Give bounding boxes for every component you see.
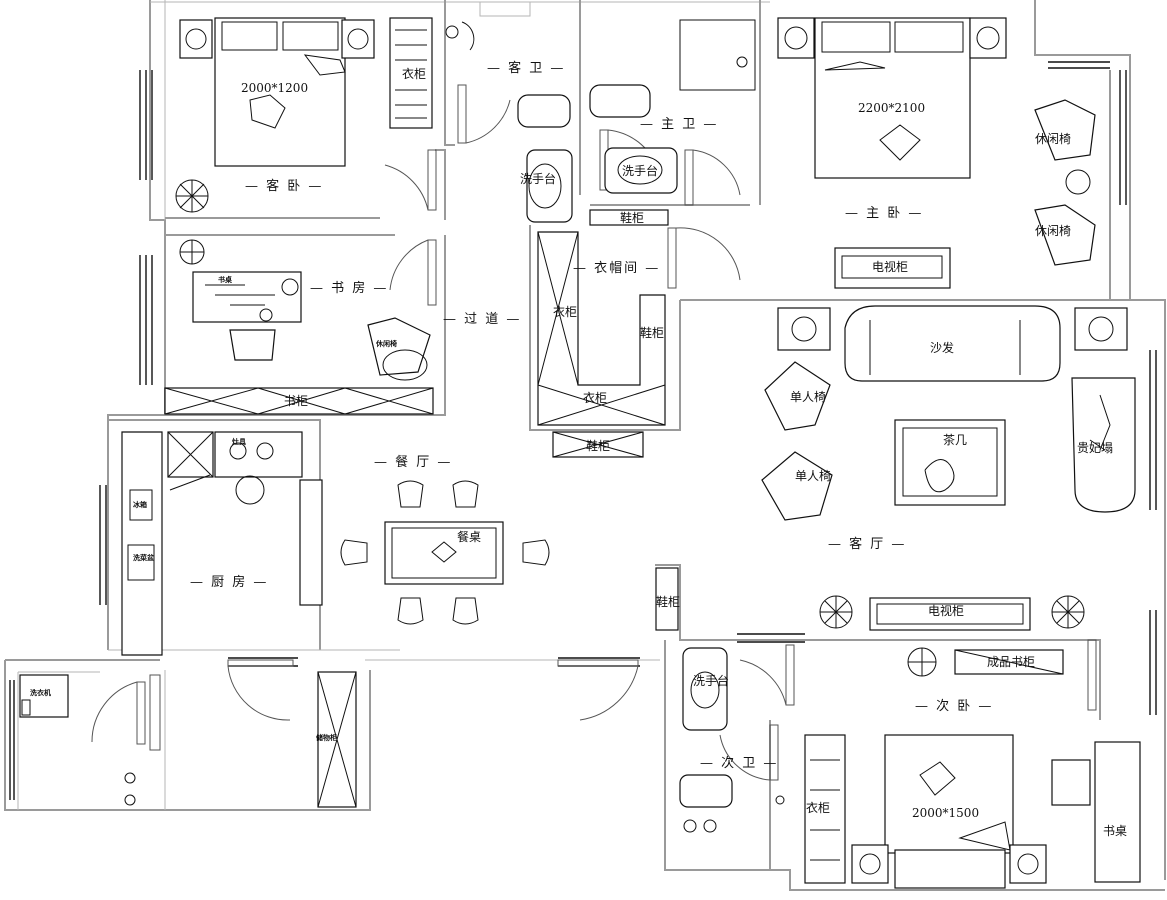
kitchen-label: — 厨 房 — <box>190 574 268 590</box>
doors <box>91 84 1097 781</box>
walls <box>4 0 1166 891</box>
dining-table-label: 餐桌 <box>457 529 481 544</box>
guest-wardrobe-label: 衣柜 <box>402 66 426 81</box>
study-chair-label: 休闲椅 <box>375 339 397 348</box>
master-bath-label: — 主 卫 — <box>640 117 718 132</box>
hallway-cloakroom: 衣柜 鞋柜 衣柜 鞋柜 — 衣帽间 — — 过 道 — <box>443 231 666 458</box>
washer-label: 洗衣机 <box>30 688 51 697</box>
guest-bedroom: 2000*1200 衣柜 — 客 卧 — <box>175 17 433 213</box>
windows <box>9 61 1157 800</box>
living-room: 沙发 单人椅 单人椅 茶几 贵妃塌 电视柜 鞋柜 — 客 厅 — <box>655 305 1136 631</box>
second-bed-size-label: 2000*1500 <box>912 806 979 820</box>
cloak-wardrobe-2-label: 衣柜 <box>583 390 607 405</box>
dining-label: — 餐 厅 — <box>374 454 452 470</box>
master-bath: 洗手台 鞋柜 — 主 卫 — <box>589 19 756 226</box>
master-tv-label: 电视柜 <box>872 259 908 274</box>
sofa-label: 沙发 <box>930 340 954 355</box>
coffee-table-label: 茶几 <box>943 432 967 447</box>
master-washbasin-label: 洗手台 <box>622 163 658 178</box>
leisure-chair-1-label: 休闲椅 <box>1035 132 1071 146</box>
second-bedroom: 成品书柜 2000*1500 衣柜 书桌 洗手台 — 次 卧 — — 次 卫 — <box>679 647 1141 889</box>
armchair-2-label: 单人椅 <box>795 469 831 483</box>
second-desk-label: 书桌 <box>1103 824 1127 838</box>
laundry: 洗衣机 储物柜 <box>19 671 357 808</box>
chaise-label: 贵妃塌 <box>1077 441 1113 455</box>
sink-label: 洗菜盆 <box>133 553 155 562</box>
guest-bath: 洗手台 — 客 卫 — <box>445 1 573 223</box>
finished-bookcase-label: 成品书柜 <box>987 655 1035 669</box>
cloak-wardrobe-1-label: 衣柜 <box>553 304 577 319</box>
study: 书桌 休闲椅 书柜 — 书 房 — <box>164 239 434 415</box>
second-wardrobe-label: 衣柜 <box>806 800 830 815</box>
storage-label: 储物柜 <box>315 733 337 742</box>
dining: 餐桌 — 餐 厅 — <box>340 454 550 625</box>
armchair-1-label: 单人椅 <box>790 390 826 404</box>
master-shoe-label: 鞋柜 <box>620 210 644 225</box>
master-bedroom-label: — 主 卧 — <box>845 206 923 221</box>
living-label: — 客 厅 — <box>828 536 906 552</box>
guest-bath-label: — 客 卫 — <box>487 60 565 76</box>
hallway-label: — 过 道 — <box>443 312 521 327</box>
leisure-chair-2-label: 休闲椅 <box>1035 224 1071 238</box>
master-bedroom: 2200*2100 休闲椅 休闲椅 电视柜 — 主 卧 — <box>777 17 1096 289</box>
study-bookcase-label: 书柜 <box>284 394 308 408</box>
living-tv-label: 电视柜 <box>928 603 964 618</box>
guest-washbasin-label: 洗手台 <box>520 171 556 186</box>
guest-bed-size-label: 2000*1200 <box>241 81 308 95</box>
second-bath-label: — 次 卫 — <box>700 755 778 771</box>
cloak-shoe-1-label: 鞋柜 <box>640 325 664 340</box>
second-washbasin-label: 洗手台 <box>693 673 729 688</box>
stove-label: 灶具 <box>232 437 246 446</box>
study-label: — 书 房 — <box>310 280 388 296</box>
master-bed-size-label: 2200*2100 <box>858 101 925 115</box>
hall-shoe-label: 鞋柜 <box>586 438 610 453</box>
fridge-label: 冰箱 <box>133 500 147 509</box>
study-desk-label: 书桌 <box>218 275 232 284</box>
guest-bedroom-label: — 客 卧 — <box>245 178 323 194</box>
second-bedroom-label: — 次 卧 — <box>915 698 993 714</box>
kitchen: 冰箱 洗菜盆 灶具 — 厨 房 — <box>121 431 323 656</box>
cloakroom-label: — 衣帽间 — <box>573 260 660 276</box>
living-shoe-label: 鞋柜 <box>656 594 680 609</box>
